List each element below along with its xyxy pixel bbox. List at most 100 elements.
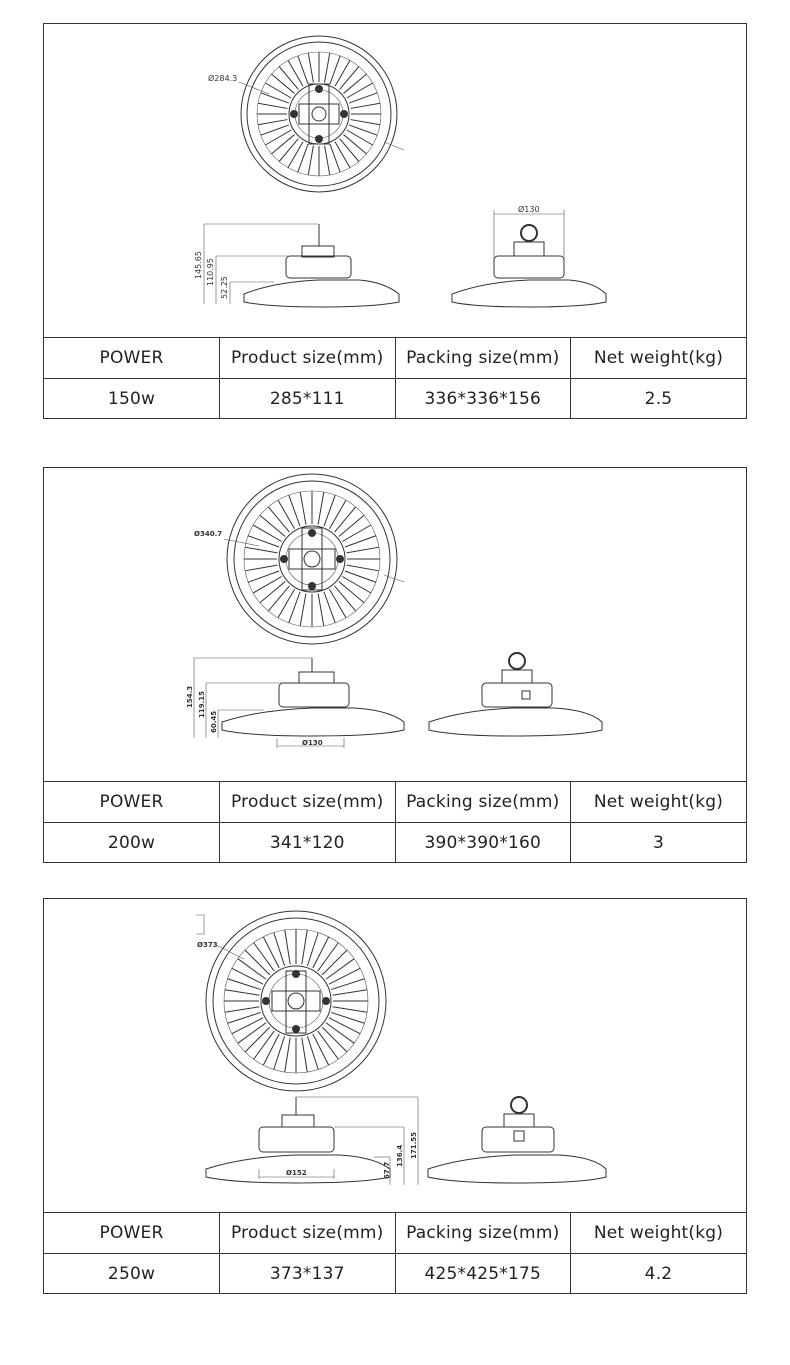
spec-panel-150w: Ø284.3 145.65 110.95 52.25 xyxy=(43,23,747,419)
heatsink-fin xyxy=(273,932,286,966)
diameter-label: Ø340.7 xyxy=(194,530,222,538)
side-view-hook xyxy=(427,1096,607,1184)
heatsink-fin xyxy=(334,141,351,168)
technical-drawing: Ø373 171.55 136.4 67.7 Ø152 xyxy=(44,899,746,1213)
side-view-cable xyxy=(193,657,405,748)
header-net-weight: Net weight(kg) xyxy=(570,1213,746,1254)
heatsink-fin xyxy=(244,546,278,554)
cell-net-weight: 4.2 xyxy=(570,1253,746,1294)
heatsink-fin xyxy=(262,1033,280,1066)
top-view xyxy=(238,35,405,193)
cell-power: 250w xyxy=(107,1264,156,1284)
heatsink-fin xyxy=(257,102,288,109)
spec-table: POWER Product size(mm) Packing size(mm) … xyxy=(44,1213,746,1294)
spec-panel-200w: Ø340.7 154.3 119.15 60.45 Ø130 xyxy=(43,467,747,863)
heatsink-fin xyxy=(297,143,309,173)
heatsink-fin xyxy=(307,145,314,176)
heatsink-fin xyxy=(338,581,365,604)
header-product-size: Product size(mm) xyxy=(219,338,395,379)
heatsink-fin xyxy=(299,593,307,627)
heatsink-fin xyxy=(346,129,373,146)
heatsink-fin xyxy=(348,92,378,104)
heatsink-fin xyxy=(237,958,267,980)
heatsink-fin xyxy=(271,73,295,94)
heatsink-fin xyxy=(312,1033,330,1066)
table-row: 250w 373*137 425*425*175 4.2 xyxy=(44,1253,746,1294)
heatsink-fin xyxy=(265,129,292,146)
cell-net-weight: 2.5 xyxy=(570,378,746,419)
heatsink-fin xyxy=(244,949,271,976)
heatsink-fin xyxy=(329,143,341,173)
heatsink-fin xyxy=(343,73,367,94)
cell-product-size: 285*111 xyxy=(219,378,395,419)
heatsink-fin xyxy=(271,134,295,155)
height-total-label: 145.65 xyxy=(194,251,203,279)
heatsink-fin xyxy=(260,92,290,104)
heatsink-fin xyxy=(342,576,372,594)
heatsink-fin xyxy=(317,942,339,972)
height-body-label: 110.95 xyxy=(206,258,215,286)
cell-packing-size: 336*336*156 xyxy=(394,378,571,419)
height-body-label: 119.15 xyxy=(198,691,206,718)
header-power: POWER xyxy=(44,338,220,379)
heatsink-fin xyxy=(231,1017,264,1035)
heatsink-fin xyxy=(334,506,357,533)
heatsink-fin xyxy=(227,1011,261,1024)
drawing-svg: Ø284.3 145.65 110.95 52.25 xyxy=(194,35,607,308)
heatsink-fin xyxy=(244,1026,271,1053)
heatsink-fin xyxy=(331,978,365,991)
cell-packing-size: 425*425*175 xyxy=(394,1253,571,1294)
cell-net-weight: 3 xyxy=(570,822,746,863)
heatsink-fin xyxy=(288,591,301,624)
base-width-label: Ø130 xyxy=(302,739,323,747)
heatsink-fin xyxy=(332,1006,368,1013)
heatsink-fin xyxy=(338,514,365,537)
heatsink-fin xyxy=(287,60,304,87)
heatsink-fin xyxy=(343,134,367,155)
heatsink-fin xyxy=(278,138,299,162)
header-packing-size: Packing size(mm) xyxy=(394,1213,571,1254)
table-row: 150w 285*111 336*336*156 2.5 xyxy=(44,378,746,419)
table-header-row: POWER Product size(mm) Packing size(mm) … xyxy=(44,782,746,823)
heatsink-fin xyxy=(331,1011,365,1024)
cell-product-size: 373*137 xyxy=(219,1253,395,1294)
cell-packing-size: 390*390*160 xyxy=(394,822,571,863)
heatsink-fin xyxy=(301,1037,308,1073)
heatsink-fin xyxy=(317,1030,339,1060)
heatsink-fin xyxy=(262,936,280,969)
header-net-weight: Net weight(kg) xyxy=(570,782,746,823)
heatsink-fin xyxy=(342,524,372,542)
heatsink-fin xyxy=(328,967,361,985)
heatsink-fin xyxy=(328,1017,361,1035)
heatsink-fin xyxy=(247,570,280,583)
heatsink-fin xyxy=(253,1030,275,1060)
heatsink-fin xyxy=(334,585,357,612)
heatsink-fin xyxy=(288,494,301,527)
height-base-label: 60.45 xyxy=(210,711,218,733)
header-power: POWER xyxy=(44,1213,220,1254)
table-row: 200w 341*120 390*390*160 3 xyxy=(44,822,746,863)
technical-drawing: Ø284.3 145.65 110.95 52.25 xyxy=(44,24,746,338)
heatsink-fin xyxy=(321,1026,348,1053)
heatsink-fin xyxy=(317,593,325,627)
heatsink-fin xyxy=(259,514,286,537)
heatsink-fin xyxy=(267,585,290,612)
header-net-weight: Net weight(kg) xyxy=(570,338,746,379)
heatsink-fin xyxy=(307,52,314,83)
header-power: POWER xyxy=(44,782,220,823)
heatsink-fin xyxy=(346,564,380,572)
heatsink-fin xyxy=(273,1036,286,1070)
side-view-hook xyxy=(428,652,603,737)
technical-drawing: Ø340.7 154.3 119.15 60.45 Ø130 xyxy=(44,468,746,782)
heatsink-fin xyxy=(231,967,264,985)
table-header-row: POWER Product size(mm) Packing size(mm) … xyxy=(44,1213,746,1254)
table-header-row: POWER Product size(mm) Packing size(mm) … xyxy=(44,338,746,379)
diameter-label: Ø373 xyxy=(197,941,218,949)
heatsink-fin xyxy=(277,589,295,619)
heatsink-fin xyxy=(244,564,278,572)
diameter-label: Ø284.3 xyxy=(208,73,237,83)
heatsink-fin xyxy=(323,494,336,527)
heatsink-fin xyxy=(277,499,295,529)
heatsink-fin xyxy=(306,1036,319,1070)
heatsink-fin xyxy=(348,124,378,136)
